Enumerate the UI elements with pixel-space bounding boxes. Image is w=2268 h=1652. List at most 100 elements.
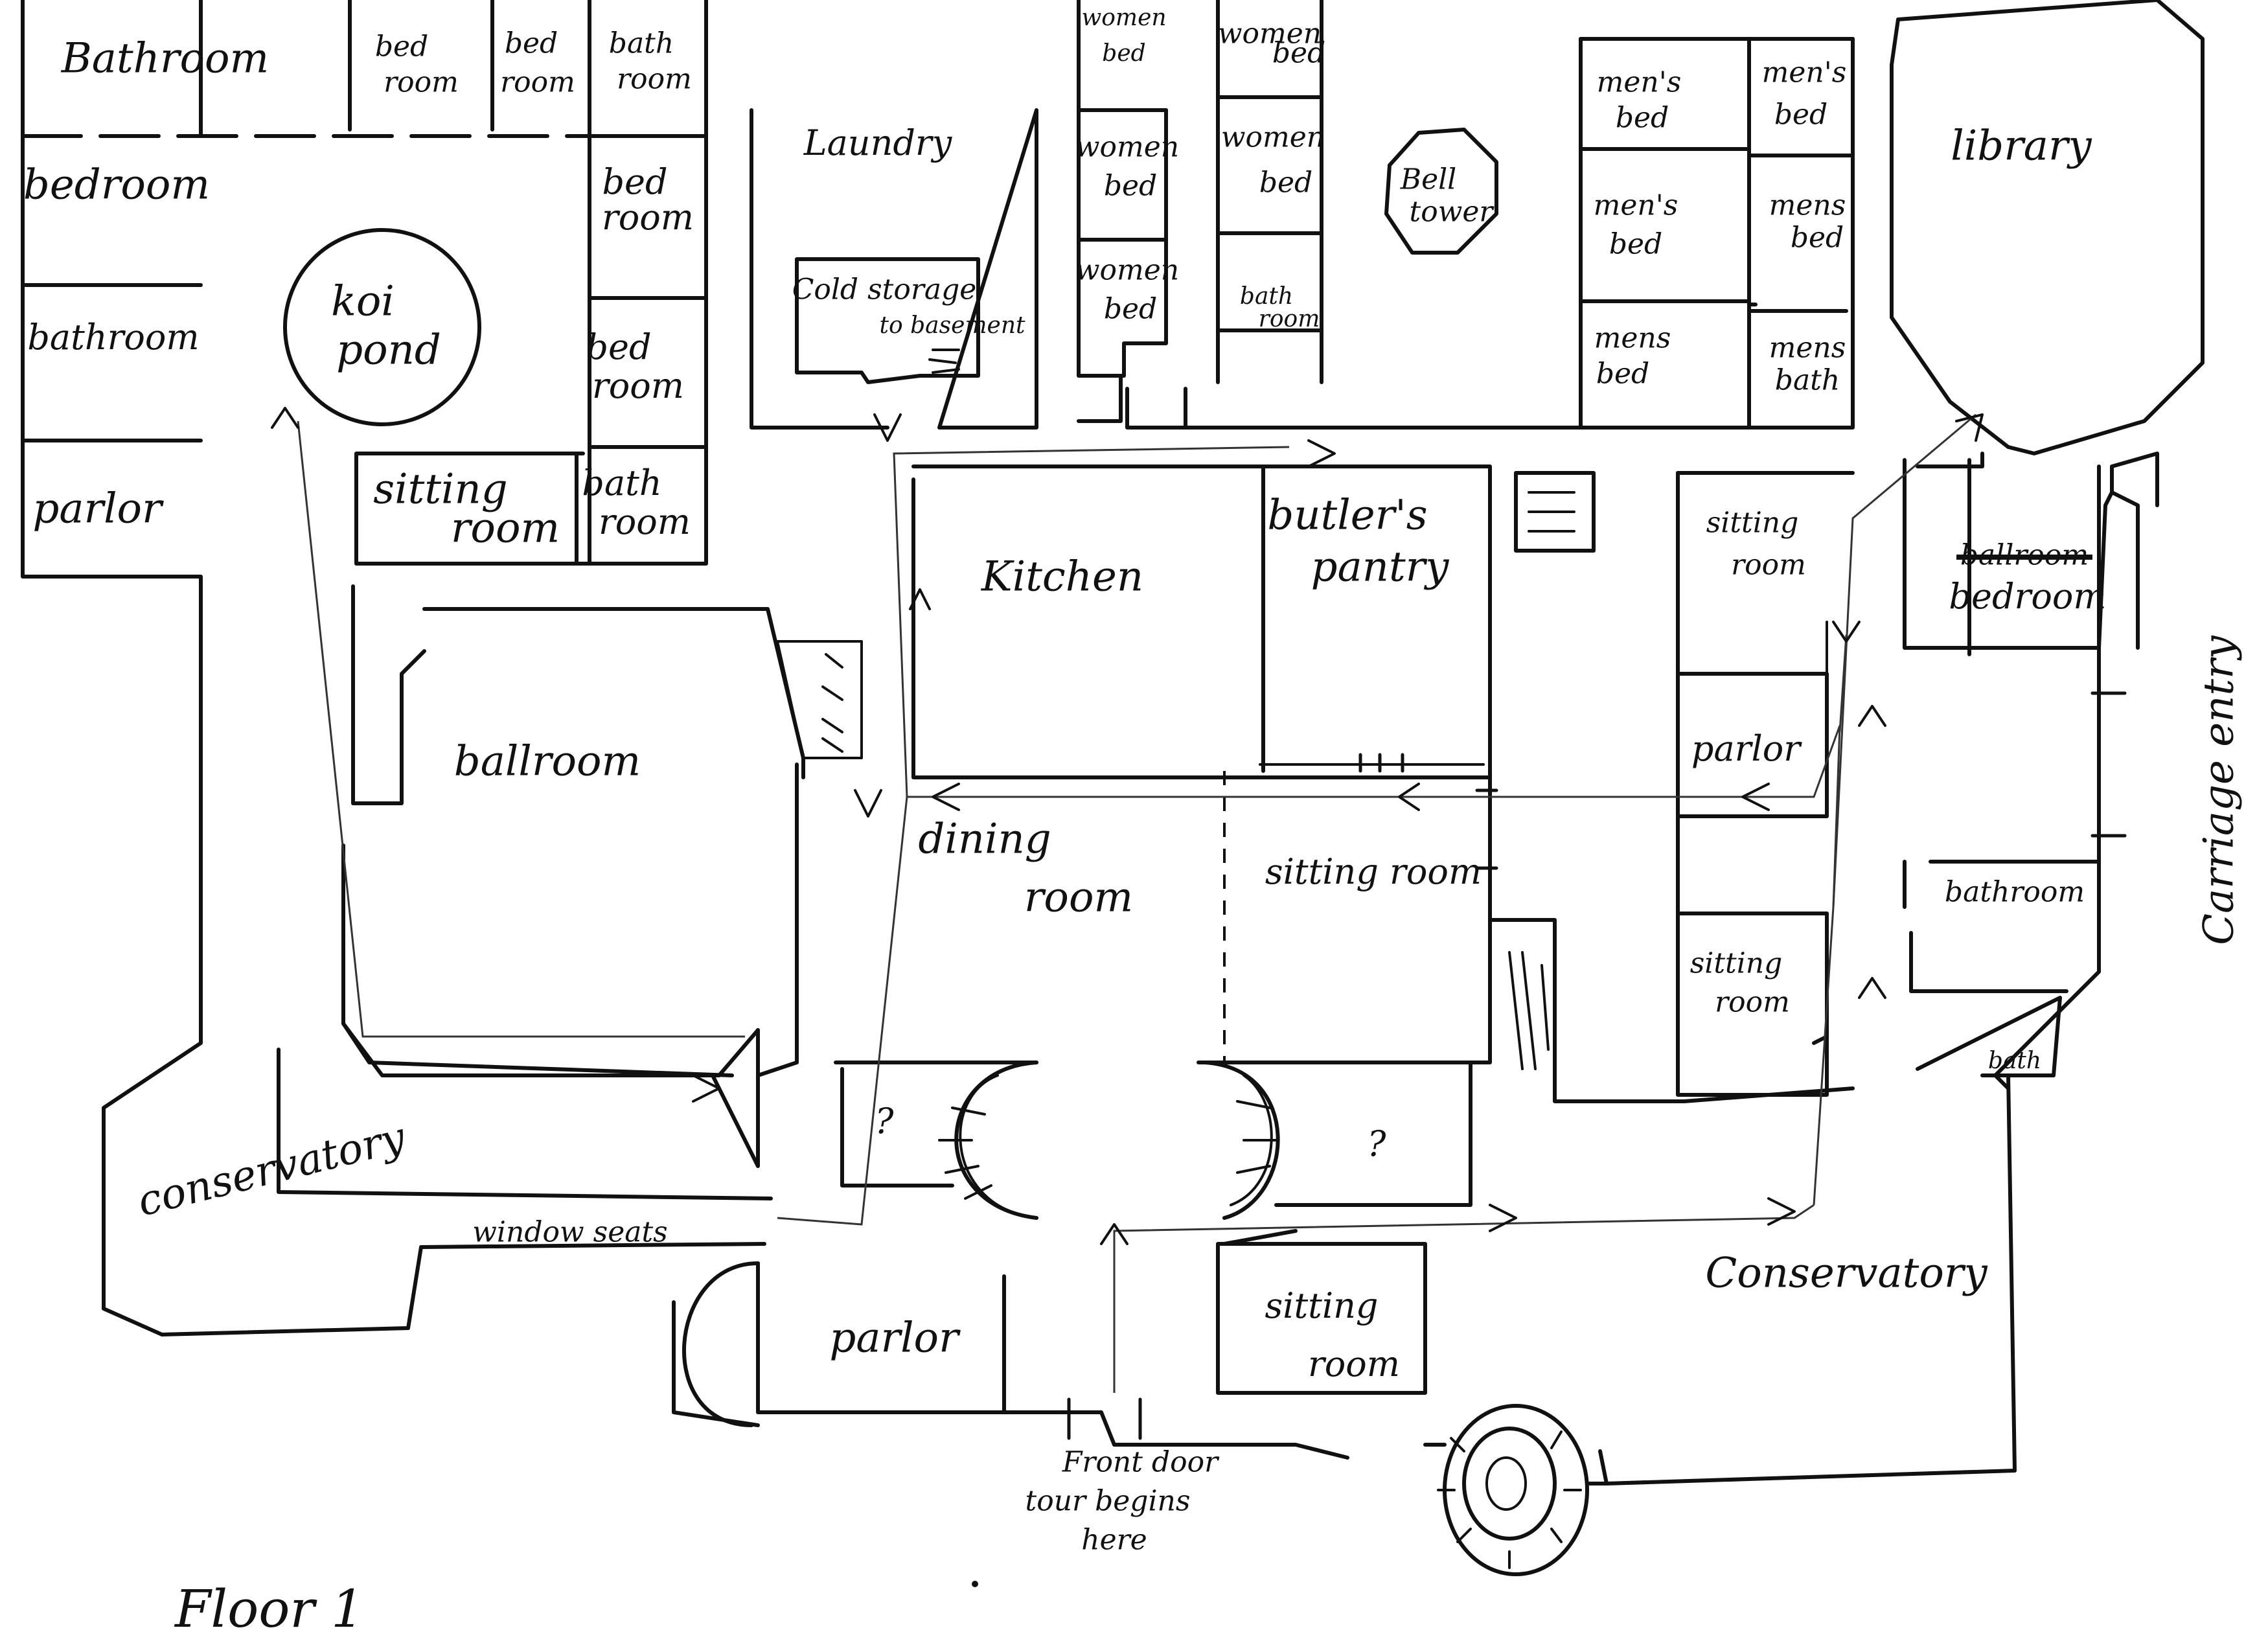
label-bedroom-east-2-line1: bed: [586, 327, 651, 367]
label-tour-begins-here: here: [1081, 1524, 1147, 1557]
label-kitchen: Kitchen: [981, 553, 1143, 601]
label-dining-room-line2: room: [1024, 874, 1133, 922]
label-mens-bed-3-line2: bed: [1609, 228, 1662, 261]
label-women-bed-5-line2: bed: [1259, 166, 1312, 200]
label-mens-bath-line2: bath: [1775, 364, 1840, 397]
route-arrow-east-4: [692, 1074, 720, 1103]
label-women-bed-5-line1: women: [1221, 121, 1325, 154]
label-women-bed-4-line2: bed: [1272, 37, 1325, 70]
label-mens-bed-2-line1: men's: [1762, 56, 1847, 89]
label-parlor-south: parlor: [829, 1314, 961, 1362]
label-ballroom: ballroom: [454, 738, 641, 786]
label-bath-room-women-line1: bath: [1240, 283, 1293, 310]
label-butlers-pantry-line2: pantry: [1311, 544, 1450, 591]
route-arrow-north-3: [271, 407, 299, 429]
label-sitting-room-west-line1: sitting: [373, 466, 507, 514]
route-arrow-ne: [1955, 413, 1984, 442]
label-library: library: [1951, 122, 2092, 170]
label-mens-bed-5-line1: mens: [1594, 322, 1671, 355]
label-bedroom-top-2-line2: room: [500, 66, 575, 99]
label-women-bed-2-line1: women: [1075, 131, 1179, 164]
label-women-bed-1-line2: bed: [1102, 40, 1145, 67]
route-arrow-west-2: [1398, 783, 1420, 811]
label-bedroom-east-2-line2: room: [592, 365, 684, 406]
label-bedroom-ne: bedroom: [1949, 576, 2106, 617]
label-bath-small: bath: [1988, 1048, 2041, 1074]
label-dining-room-line1: dining: [918, 816, 1051, 864]
label-unknown-room-1: ?: [875, 1101, 895, 1141]
label-bathroom-top-line2: room: [617, 63, 692, 96]
label-to-basement: to basement: [880, 312, 1025, 339]
label-bell-tower-line2: tower: [1410, 196, 1495, 229]
label-carriage-entry: Carriage entry: [2195, 635, 2243, 945]
label-sitting-room-ne-line1: sitting: [1706, 507, 1799, 540]
label-bedroom-top-2-line1: bed: [505, 27, 558, 60]
stray-dot: [972, 1581, 978, 1587]
label-sitting-room-east-line2: room: [1715, 986, 1790, 1019]
route-arrow-north-1: [1100, 1223, 1128, 1245]
label-unknown-room-2: ?: [1368, 1123, 1387, 1164]
route-arrow-north-2: [909, 588, 931, 610]
label-front-door: Front door: [1062, 1446, 1220, 1479]
label-bedroom-west: bedroom: [23, 161, 210, 209]
label-bedroom-top-1-line1: bed: [375, 30, 428, 63]
label-tour-begins: tour begins: [1025, 1485, 1191, 1518]
route-arrow-east-1: [1489, 1204, 1517, 1232]
label-parlor-east: parlor: [1691, 728, 1802, 769]
library-outline: [1890, 0, 2205, 455]
route-arrow-north-4: [1858, 977, 1886, 999]
walls: [21, 0, 2205, 1576]
label-women-bed-4-line1: women: [1218, 17, 1322, 51]
label-conservatory-east: Conservatory: [1705, 1250, 1987, 1298]
label-women-bed-3-line1: women: [1075, 254, 1179, 287]
route-arrow-south-1: [854, 789, 882, 818]
label-mens-bed-4-line1: mens: [1769, 189, 1846, 222]
label-bath-room-women-line2: room: [1259, 306, 1320, 332]
label-bathroom-west: bathroom: [27, 317, 199, 358]
label-women-bed-1-line1: women: [1081, 5, 1166, 31]
label-sitting-room-south-line2: room: [1308, 1344, 1400, 1384]
label-cold-storage: Cold storage: [792, 273, 977, 306]
koi-pond-outline: [283, 228, 481, 426]
route-arrow-east-2: [1767, 1197, 1796, 1226]
label-bell-tower-line1: Bell: [1400, 163, 1457, 196]
label-women-bed-2-line2: bed: [1104, 170, 1157, 203]
route-arrow-west-1: [1741, 783, 1770, 811]
label-mens-bed-3-line1: men's: [1594, 189, 1678, 222]
label-bathroom-se: bathroom: [1945, 876, 2085, 909]
label-koi-pond-line1: koi: [331, 278, 395, 326]
page-title: Floor 1: [174, 1579, 364, 1639]
label-mens-bed-1-line2: bed: [1616, 102, 1669, 135]
label-koi-pond-line2: pond: [336, 327, 441, 374]
label-bathroom-east-line2: room: [599, 501, 691, 542]
label-sitting-room-east-line1: sitting: [1690, 947, 1783, 980]
label-sitting-room-west-line2: room: [451, 505, 560, 553]
label-bedroom-east-1-line2: room: [602, 197, 694, 238]
route-arrow-south-2: [873, 413, 902, 442]
label-butlers-pantry-line1: butler's: [1267, 492, 1427, 540]
label-window-seats: window seats: [472, 1216, 668, 1249]
label-women-bed-3-line2: bed: [1104, 293, 1157, 326]
label-bathroom-top-line1: bath: [609, 27, 674, 60]
label-bathroom-east-line1: bath: [582, 463, 661, 503]
label-mens-bath-line1: mens: [1769, 332, 1846, 365]
route-arrow-north-5: [1858, 705, 1886, 727]
label-mens-bed-1-line1: men's: [1597, 66, 1682, 99]
label-bedroom-east-1-line1: bed: [602, 161, 667, 202]
label-bathroom-nw: Bathroom: [61, 35, 269, 83]
route-arrow-east-3: [1307, 439, 1336, 468]
label-laundry: Laundry: [803, 122, 953, 163]
label-sitting-room-ne-line2: room: [1731, 549, 1806, 582]
label-sitting-room-center: sitting room: [1265, 851, 1482, 892]
bell-tower-outline: [1384, 128, 1498, 255]
label-mens-bed-4-line2: bed: [1791, 222, 1844, 255]
label-parlor-west: parlor: [32, 485, 164, 533]
label-bedroom-top-1-line2: room: [384, 66, 459, 99]
room-labels: Bathroom bed room bed room bath room bed…: [23, 5, 2243, 1639]
route-arrow-south-3: [1832, 621, 1861, 643]
label-conservatory-west: conservatory: [133, 1113, 410, 1226]
label-sitting-room-south-line1: sitting: [1265, 1285, 1379, 1326]
tour-route: [271, 407, 1984, 1393]
spiral-stair-inner: [1485, 1456, 1527, 1511]
